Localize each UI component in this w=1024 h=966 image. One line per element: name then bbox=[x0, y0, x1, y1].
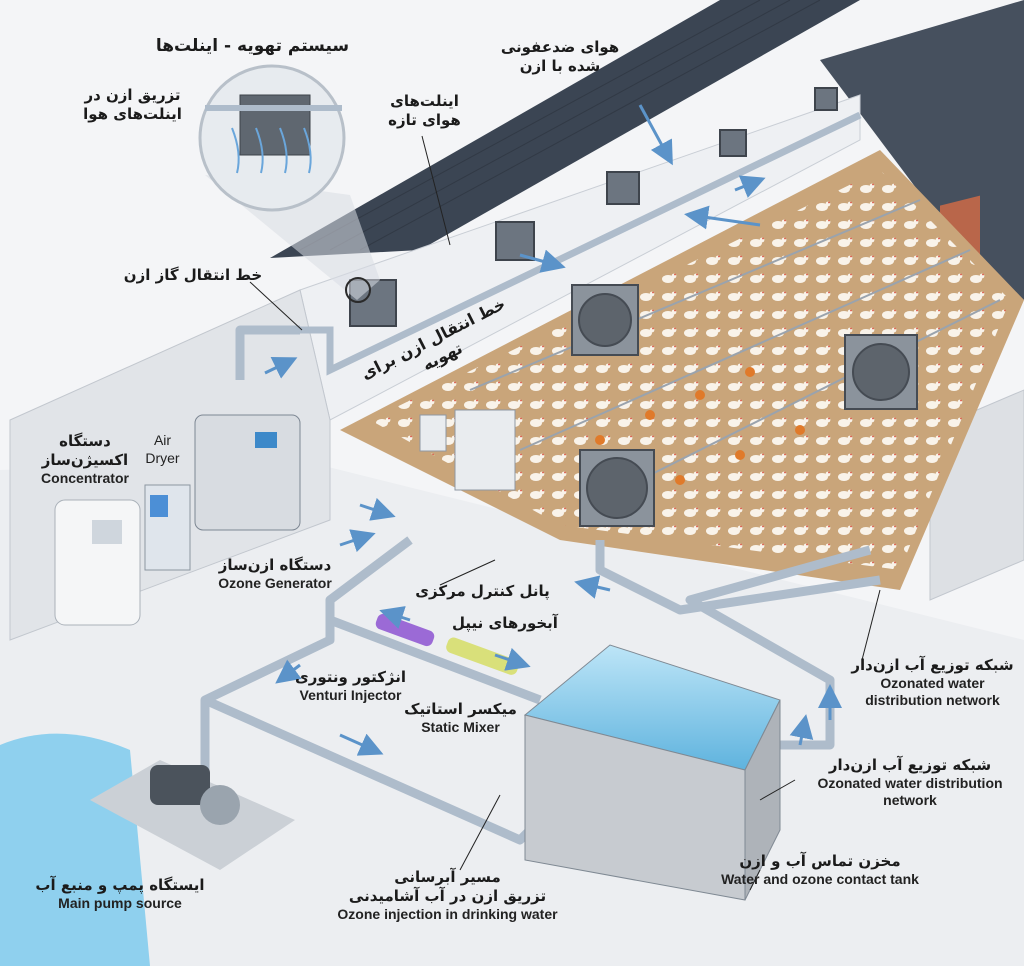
label-venturi-injector: انژکتور ونتوری Venturi Injector bbox=[294, 668, 407, 703]
gas-line-pipe bbox=[235, 325, 300, 380]
pump-motor bbox=[150, 765, 240, 825]
label-nipple-drinkers: آبخورهای نیپل bbox=[452, 614, 558, 632]
label-pump-station: ایستگاه پمپ و منبع آب Main pump source bbox=[35, 876, 205, 911]
label-contact-tank: مخزن تماس آب و ازن Water and ozone conta… bbox=[721, 852, 919, 887]
label-fresh-air-inlets: اینلت‌های هوای تازه bbox=[388, 92, 461, 129]
diagram-title: سیستم تهویه - اینلت‌ها bbox=[155, 36, 350, 56]
label-static-mixer: میکسر استاتیک Static Mixer bbox=[404, 700, 517, 735]
water-source-pool bbox=[0, 733, 150, 966]
label-ozonated-network-1: شبکه توزیع آب ازن‌دار Ozonated water dis… bbox=[851, 656, 1014, 709]
tunnel-fans bbox=[571, 284, 918, 527]
control-panel-box bbox=[454, 409, 516, 491]
pump-base bbox=[90, 760, 295, 870]
label-water-route: مسیر آبرسانی تزریق ازن در آب آشامیدنی Oz… bbox=[337, 868, 558, 922]
distribution-pipe bbox=[595, 540, 881, 615]
chickens-area bbox=[370, 170, 1010, 570]
label-oxygen-concentrator: دستگاه اکسیژن‌ساز Concentrator bbox=[41, 432, 129, 486]
label-ozonated-network-2: شبکه توزیع آب ازن‌دار Ozonated water dis… bbox=[817, 756, 1003, 809]
label-air-dryer: Air Dryer bbox=[145, 432, 180, 466]
mixer-to-tank-pipe bbox=[328, 615, 542, 705]
vent-ozone-pipe bbox=[300, 111, 862, 376]
label-disinfected-air: هوای ضدعفونی شده با ازن bbox=[500, 38, 620, 75]
label-control-panel: پانل کنترل مرکزی bbox=[415, 582, 550, 600]
contact-tank bbox=[523, 644, 781, 901]
ozone-generator-body bbox=[194, 414, 301, 531]
wall-inlets bbox=[349, 87, 838, 327]
label-ozone-generator: دستگاه ازن‌ساز Ozone Generator bbox=[218, 556, 332, 591]
label-ozone-gas-line: خط انتقال گاز ازن bbox=[123, 266, 263, 284]
tank-to-network-pipe bbox=[685, 545, 872, 750]
label-inlet-ozone-injection: تزریق ازن در اینلت‌های هوا bbox=[83, 86, 182, 123]
oxygen-concentrator-body bbox=[54, 499, 141, 626]
inlet-detail-magnifier bbox=[198, 64, 380, 303]
pump-to-mixer-pipe bbox=[200, 536, 413, 790]
roof-left bbox=[270, 0, 860, 258]
equipment bbox=[54, 414, 301, 626]
static-mixer-shape bbox=[446, 637, 519, 675]
